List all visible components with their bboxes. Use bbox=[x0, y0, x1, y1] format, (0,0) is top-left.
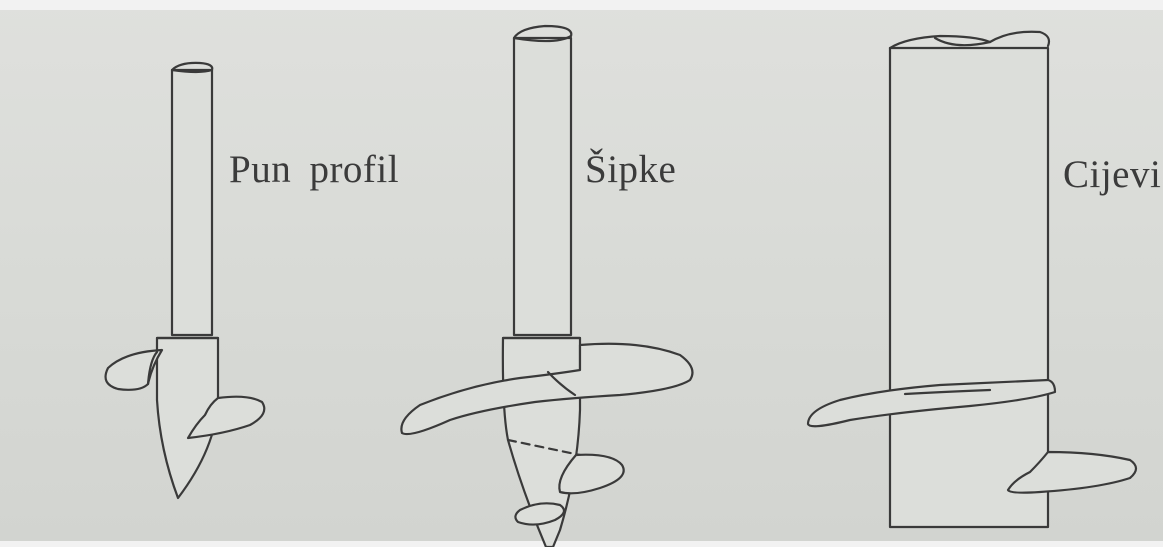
rod-anchor bbox=[400, 24, 694, 547]
pipe-anchor bbox=[806, 30, 1138, 529]
label-solid-profile: Pun profil bbox=[229, 148, 400, 191]
solid-profile-anchor bbox=[104, 61, 266, 500]
label-pipes: Cijevi bbox=[1063, 153, 1162, 196]
label-rods: Šipke bbox=[585, 148, 677, 191]
bottom-margin bbox=[0, 541, 1163, 547]
top-margin bbox=[0, 0, 1163, 10]
